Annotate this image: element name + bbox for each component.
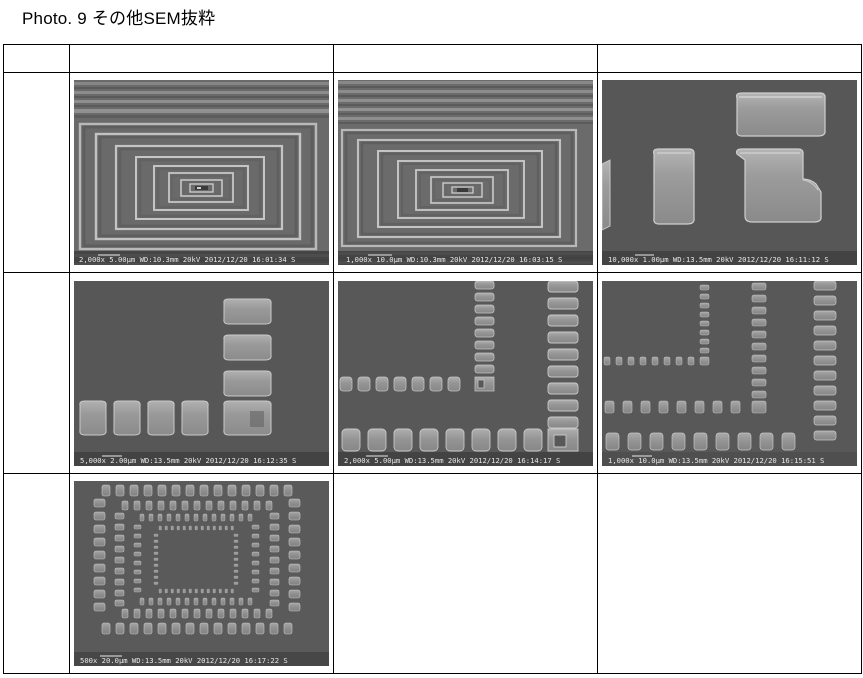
sem-image-3: 10,000x 1.00μm WD:13.5mm 20kV 2012/12/20… [602,80,857,266]
cell-empty-2 [597,472,862,675]
sem-image-2: 1,000x 10.0μm WD:10.3mm 20kV 2012/12/20 … [338,80,593,266]
cell-sem-7: 500x 20.0μm WD:13.5mm 20kV 2012/12/20 16… [69,472,334,675]
cell-sem-2: 1,000x 10.0μm WD:10.3mm 20kV 2012/12/20 … [333,72,598,274]
sem-image-6: 1,000x 10.0μm WD:13.5mm 20kV 2012/12/20 … [602,280,857,466]
header-cell-label [3,43,70,74]
cell-sem-1: 2,000x 5.00μm WD:10.3mm 20kV 2012/12/20 … [69,72,334,274]
sem-image-7: 500x 20.0μm WD:13.5mm 20kV 2012/12/20 16… [74,480,329,666]
sem-caption-3: 10,000x 1.00μm WD:13.5mm 20kV 2012/12/20… [608,255,829,264]
page-title: Photo. 9 その他SEM抜粋 [22,9,216,28]
sem-image-1: 2,000x 5.00μm WD:10.3mm 20kV 2012/12/20 … [74,80,329,266]
cell-sem-4: 5,000x 2.00μm WD:13.5mm 20kV 2012/12/20 … [69,272,334,474]
sem-table-wrapper: 2,000x 5.00μm WD:10.3mm 20kV 2012/12/20 … [3,43,862,675]
sem-image-5: 2,000x 5.00μm WD:13.5mm 20kV 2012/12/20 … [338,280,593,466]
table-row: 2,000x 5.00μm WD:10.3mm 20kV 2012/12/20 … [3,72,862,274]
cell-sem-6: 1,000x 10.0μm WD:13.5mm 20kV 2012/12/20 … [597,272,862,474]
cell-sem-3: 10,000x 1.00μm WD:13.5mm 20kV 2012/12/20… [597,72,862,274]
table-row: 5,000x 2.00μm WD:13.5mm 20kV 2012/12/20 … [3,272,862,474]
sem-caption-6: 1,000x 10.0μm WD:13.5mm 20kV 2012/12/20 … [608,456,824,465]
sem-caption-1: 2,000x 5.00μm WD:10.3mm 20kV 2012/12/20 … [79,255,295,264]
row-label-1 [3,72,70,274]
header-cell-3 [597,43,862,74]
cell-sem-5: 2,000x 5.00μm WD:13.5mm 20kV 2012/12/20 … [333,272,598,474]
header-cell-2 [333,43,598,74]
sem-image-4: 5,000x 2.00μm WD:13.5mm 20kV 2012/12/20 … [74,280,329,466]
row-label-3 [3,472,70,675]
sem-caption-2: 1,000x 10.0μm WD:10.3mm 20kV 2012/12/20 … [346,255,562,264]
sem-caption-7: 500x 20.0μm WD:13.5mm 20kV 2012/12/20 16… [80,656,288,665]
row-label-2 [3,272,70,474]
header-cell-1 [69,43,334,74]
sem-table: 2,000x 5.00μm WD:10.3mm 20kV 2012/12/20 … [3,43,862,675]
sem-caption-4: 5,000x 2.00μm WD:13.5mm 20kV 2012/12/20 … [80,456,296,465]
cell-empty-1 [333,472,598,675]
table-header-row [3,43,862,74]
table-row: 500x 20.0μm WD:13.5mm 20kV 2012/12/20 16… [3,472,862,675]
sem-caption-5: 2,000x 5.00μm WD:13.5mm 20kV 2012/12/20 … [344,456,560,465]
